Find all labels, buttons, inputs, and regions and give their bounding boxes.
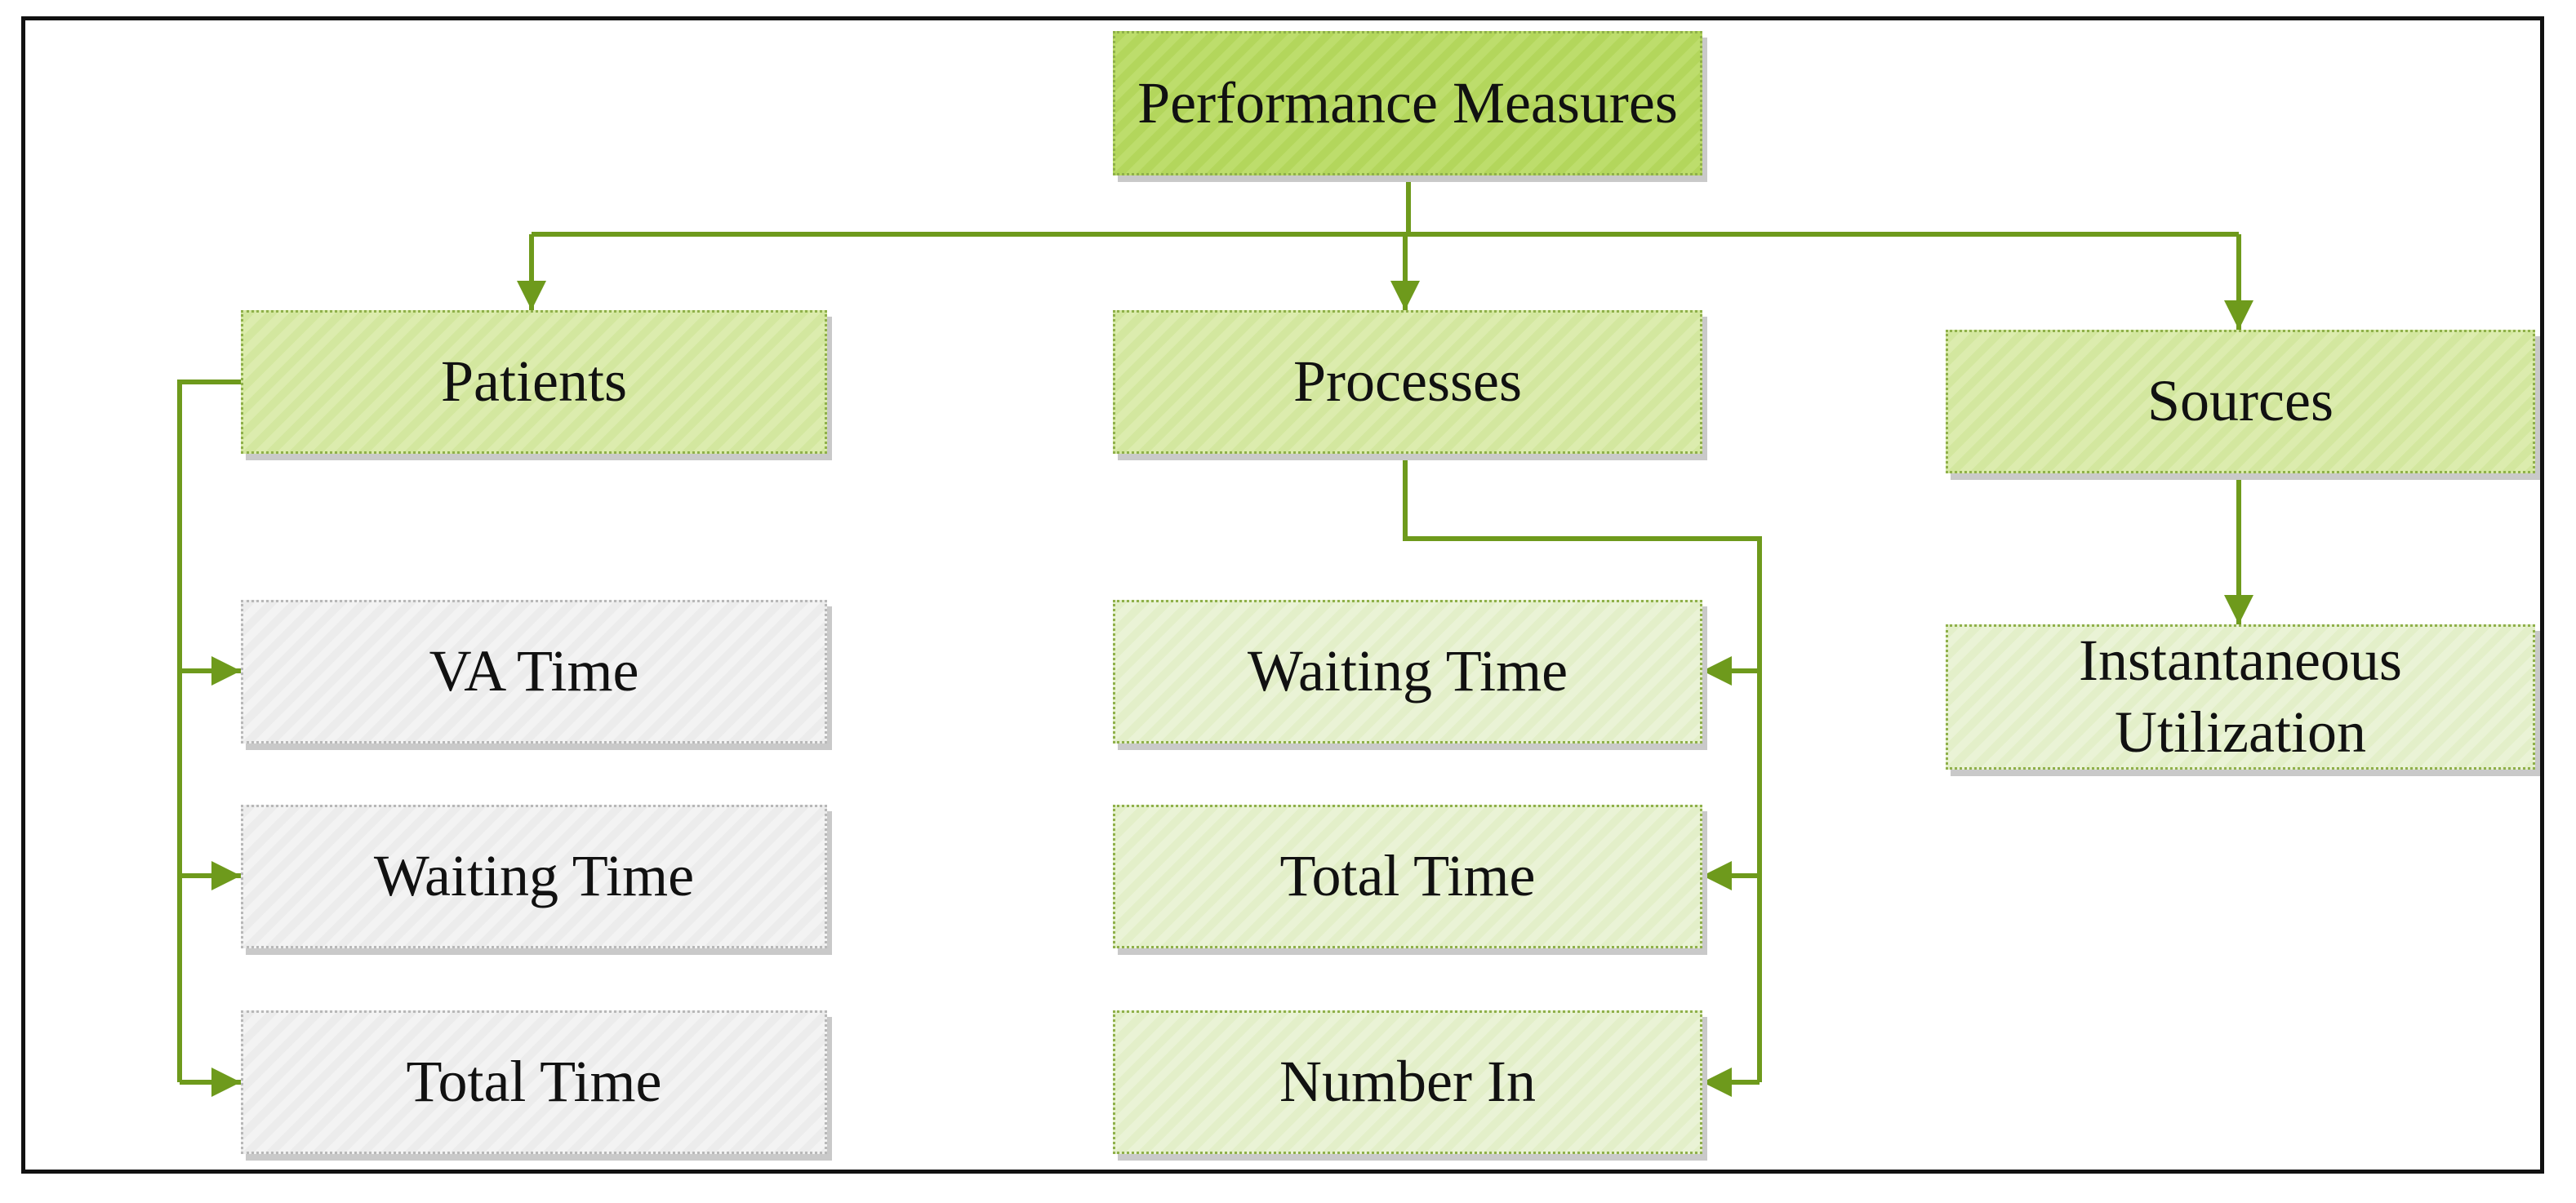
node-label: Processes (1293, 348, 1522, 415)
node-label: VA Time (429, 638, 639, 704)
node-label: Waiting Time (1247, 638, 1568, 704)
node-patients-va-time: VA Time (241, 600, 827, 744)
diagram-frame (21, 16, 2544, 1174)
node-sources: Sources (1946, 330, 2535, 473)
node-patients: Patients (241, 310, 827, 454)
node-label: Performance Measures (1137, 69, 1678, 135)
node-patients-waiting-time: Waiting Time (241, 805, 827, 948)
node-performance-measures: Performance Measures (1113, 31, 1702, 175)
node-label: Sources (2147, 368, 2334, 434)
node-label: Total Time (1279, 843, 1536, 909)
connector-patients-spine (177, 380, 241, 1082)
node-processes-waiting-time: Waiting Time (1113, 600, 1702, 744)
node-label: Number In (1279, 1049, 1536, 1115)
node-patients-total-time: Total Time (241, 1010, 827, 1154)
node-label-line-1: Instantaneous (2079, 628, 2402, 694)
node-processes-total-time: Total Time (1113, 805, 1702, 948)
node-label: Waiting Time (373, 843, 695, 909)
node-label-line-2: Utilization (2115, 699, 2366, 765)
connector-processes-spine (1403, 454, 1762, 1082)
node-processes: Processes (1113, 310, 1702, 454)
node-processes-number-in: Number In (1113, 1010, 1702, 1154)
node-label: Patients (441, 348, 627, 415)
node-sources-instantaneous-utilization: Instantaneous Utilization (1946, 624, 2535, 770)
node-label: Total Time (406, 1049, 662, 1115)
